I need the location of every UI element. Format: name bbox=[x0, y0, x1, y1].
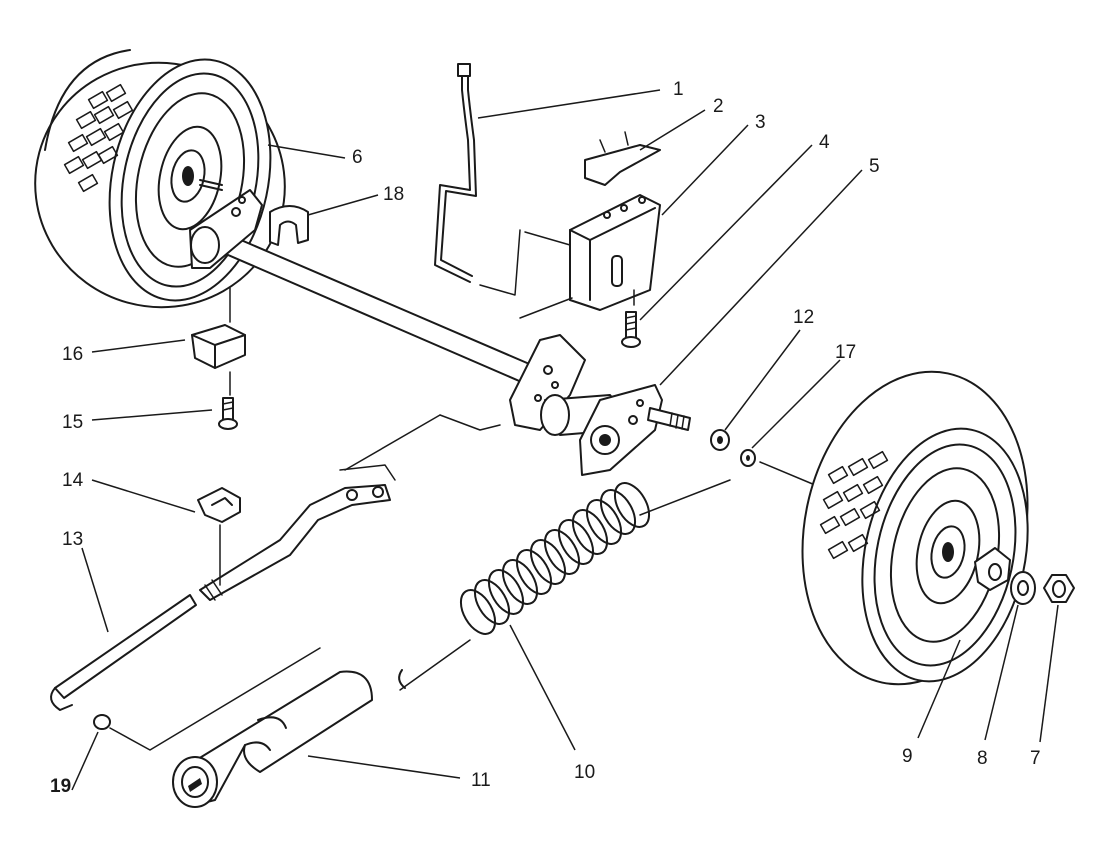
callout-16: 16 bbox=[62, 344, 83, 365]
callout-19: 19 bbox=[50, 776, 71, 797]
axle bbox=[189, 179, 549, 391]
callout-6: 6 bbox=[352, 147, 363, 168]
center-bracket bbox=[509, 334, 691, 476]
right-wheel bbox=[801, 370, 1029, 686]
washer-12 bbox=[710, 429, 730, 451]
wheel-washer bbox=[1010, 571, 1036, 605]
callout-15: 15 bbox=[62, 412, 83, 433]
callout-18: 18 bbox=[383, 184, 404, 205]
callout-1: 1 bbox=[673, 79, 684, 100]
callout-17: 17 bbox=[835, 342, 856, 363]
handle-grip bbox=[172, 670, 373, 808]
callout-labels: 1 2 3 4 5 6 7 8 9 10 11 12 13 14 15 16 1… bbox=[50, 79, 1041, 797]
callout-2: 2 bbox=[713, 96, 724, 117]
left-wheel bbox=[34, 49, 286, 309]
spring bbox=[398, 479, 731, 691]
callout-4: 4 bbox=[819, 132, 830, 153]
wheel-nut bbox=[1043, 574, 1075, 603]
callout-3: 3 bbox=[755, 112, 766, 133]
leader-lines bbox=[71, 89, 1059, 791]
callout-12: 12 bbox=[793, 307, 814, 328]
callout-5: 5 bbox=[869, 156, 880, 177]
height-bracket bbox=[479, 194, 661, 319]
washer-17 bbox=[740, 449, 816, 486]
callout-11: 11 bbox=[471, 770, 491, 791]
clip-screw bbox=[218, 397, 238, 430]
bracket-screw bbox=[621, 289, 641, 348]
callout-9: 9 bbox=[902, 746, 913, 767]
callout-10: 10 bbox=[574, 762, 595, 783]
axle-cap bbox=[269, 205, 309, 246]
clip-block bbox=[191, 287, 246, 396]
callout-14: 14 bbox=[62, 470, 84, 491]
rod-washer bbox=[93, 647, 321, 751]
height-lever-rod bbox=[434, 63, 477, 283]
callout-13: 13 bbox=[62, 529, 83, 550]
callout-7: 7 bbox=[1030, 748, 1041, 769]
rod-clip bbox=[197, 487, 241, 586]
spring-clip bbox=[584, 131, 661, 186]
callout-8: 8 bbox=[977, 748, 988, 769]
rear-rod bbox=[50, 414, 501, 711]
